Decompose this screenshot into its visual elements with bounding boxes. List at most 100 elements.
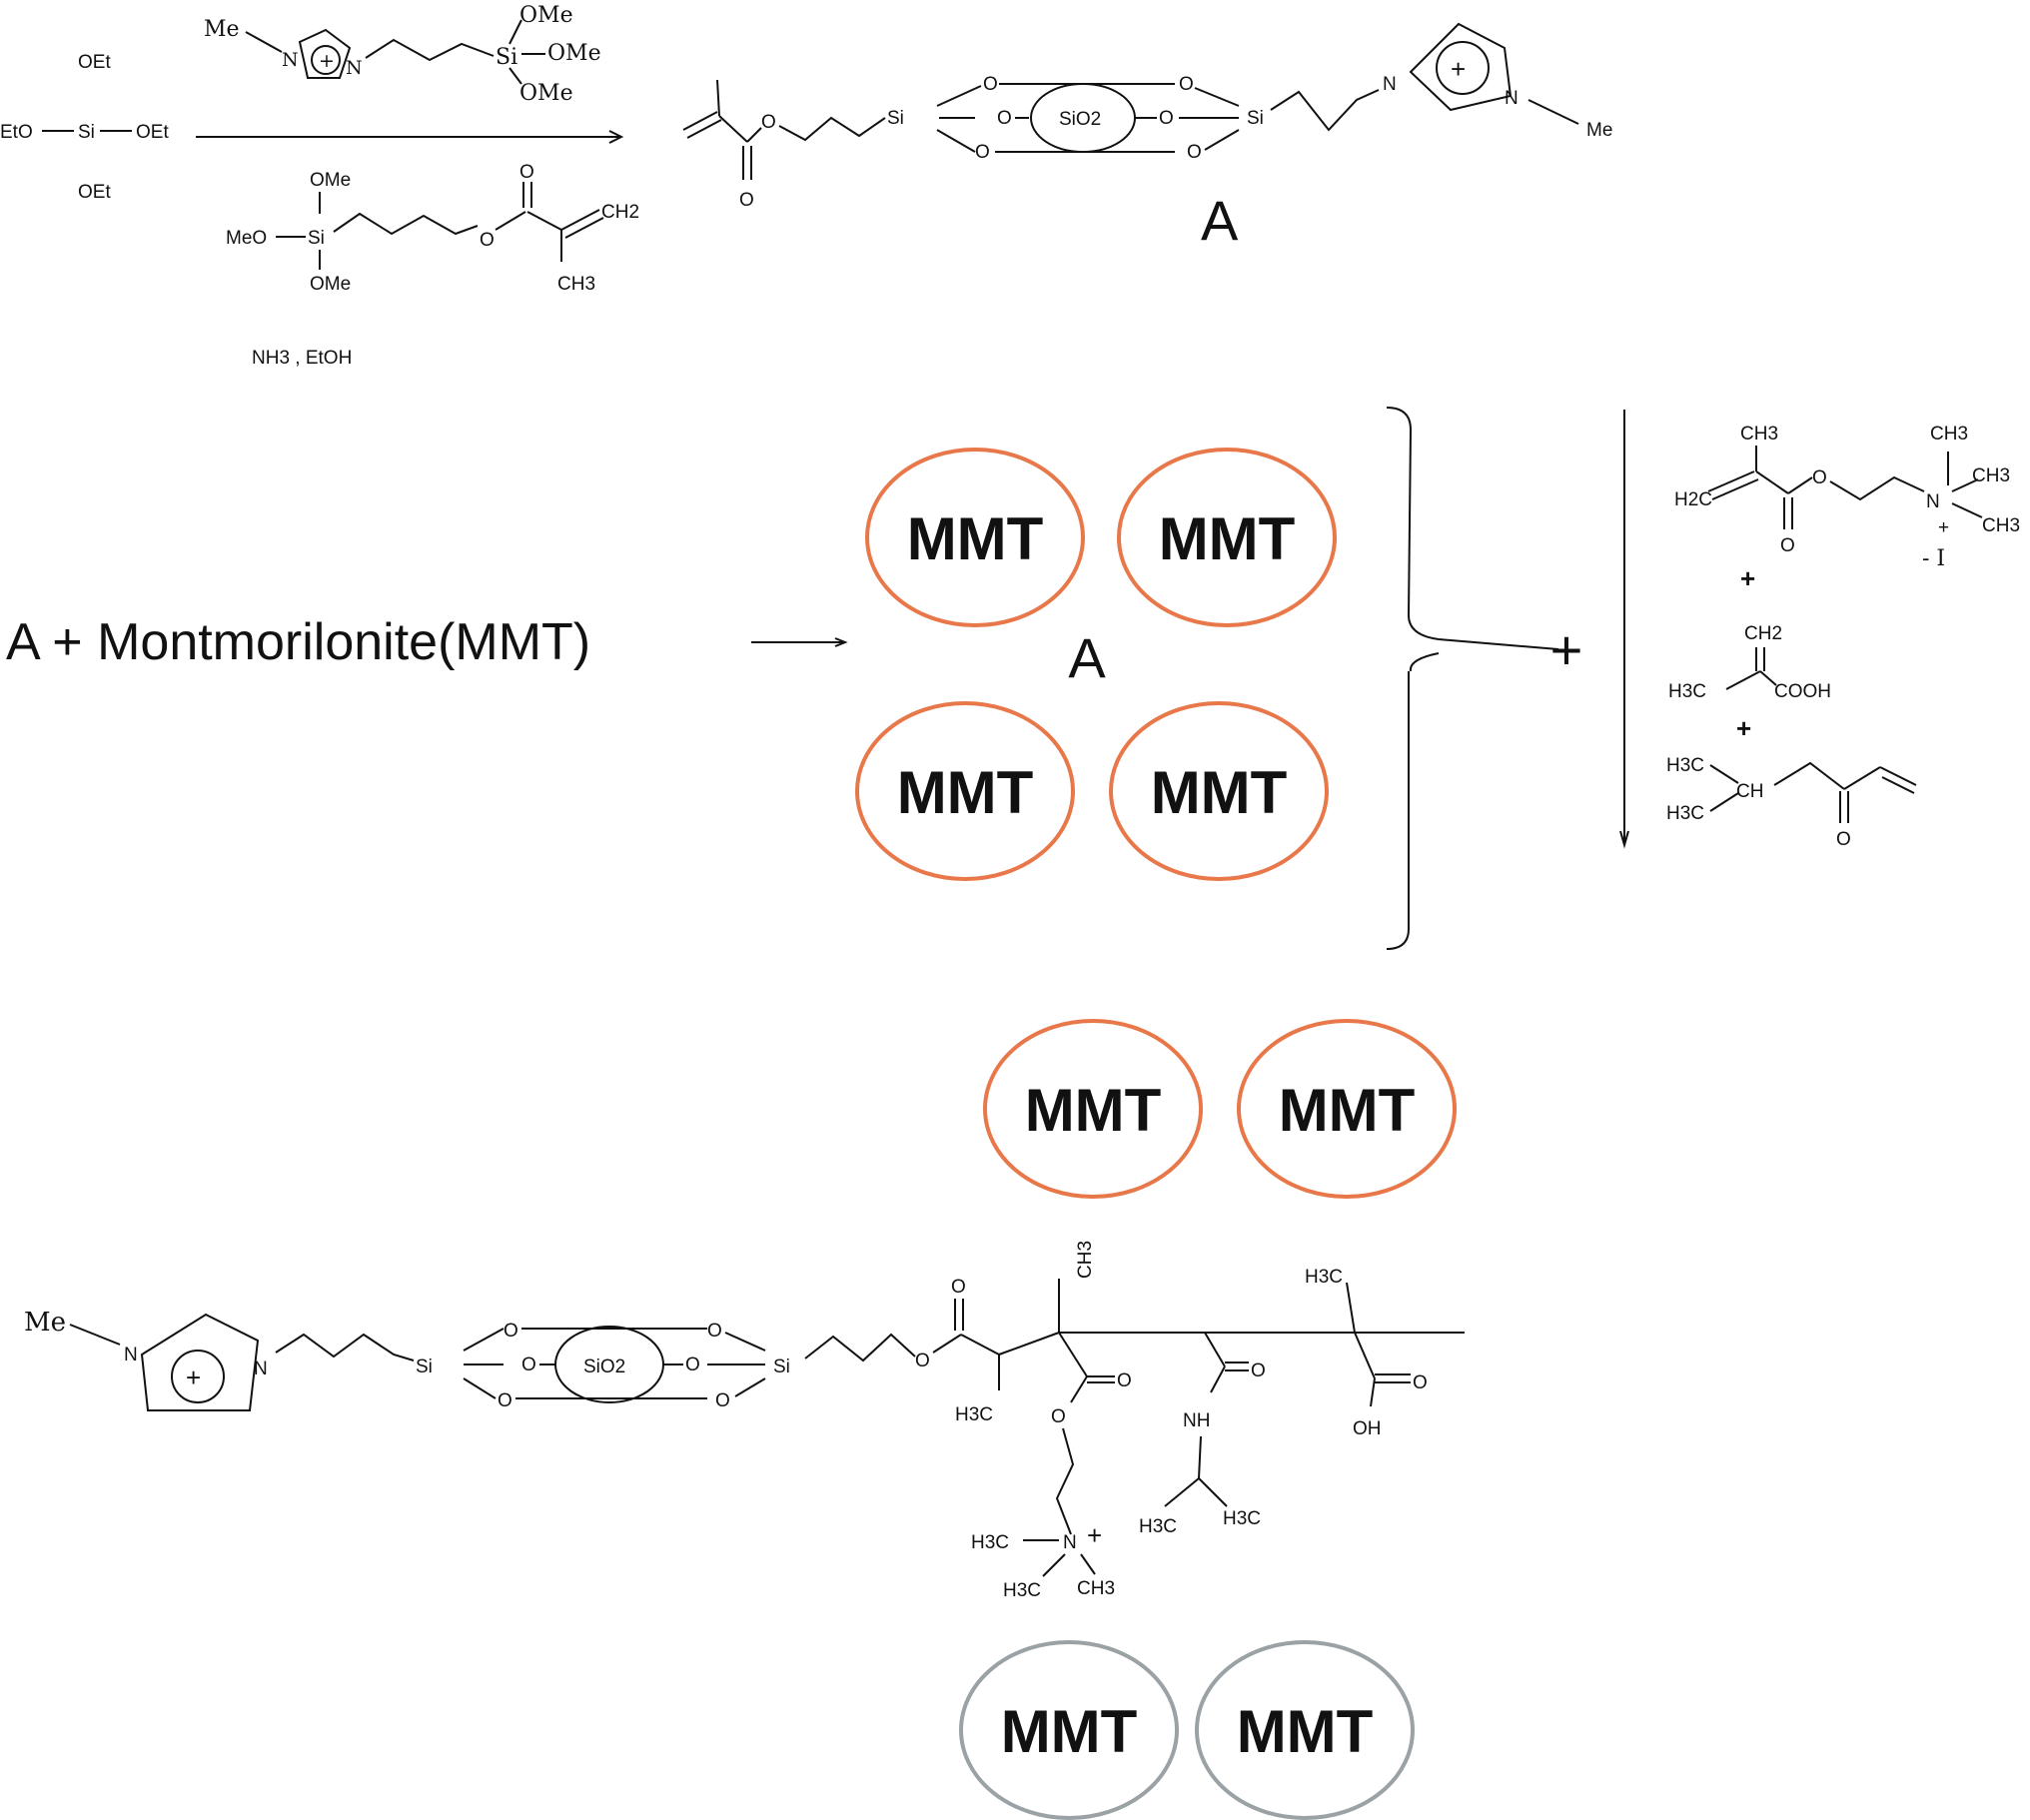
mmt-label-1: MMT [907, 505, 1044, 572]
polymer-propyl [275, 1333, 415, 1362]
monomer1-ch3-top: CH3 [1740, 424, 1778, 445]
polymer-o-ester: O [915, 1351, 930, 1371]
cluster-a-label: A [1068, 626, 1106, 689]
polymer-bond-ipr [1198, 1435, 1202, 1479]
reagent2-si: Si [308, 228, 325, 249]
polymer-bond-oh [1370, 1377, 1376, 1407]
teos-structure: OEt EtO Si OEt OEt [0, 52, 169, 203]
polymer-core-l1 [463, 1328, 505, 1352]
polymer-nh: NH [1183, 1410, 1210, 1431]
curly-brace [1386, 407, 1559, 950]
mmt-particle-1 [865, 448, 1085, 627]
productA-bond-me [1527, 99, 1579, 125]
polymer-plus-quat: + [1087, 1520, 1102, 1550]
mmt-top-2 [1237, 1019, 1457, 1199]
polymer-o1: O [504, 1321, 518, 1342]
polymer-h3c-b: H3C [971, 1532, 1009, 1553]
polymer-core-r3 [734, 1377, 766, 1397]
monomer1-iodide: - I [1922, 546, 1945, 571]
polymer-bond-h3c-c [1042, 1553, 1066, 1577]
polymer-o6: O [715, 1390, 730, 1411]
monomer3-bond-vinyl [1843, 766, 1881, 790]
reagent-mps-silane: OMe MeO Si OMe O O CH2 CH3 [226, 162, 639, 295]
productA-core-r1 [1194, 87, 1240, 107]
monomer1-bond-ch3b [1951, 478, 1979, 492]
monomer3-chain [1773, 761, 1845, 790]
reagent2-bond-oc [495, 211, 526, 231]
productA-o-carbonyl: O [739, 190, 754, 211]
polymer-o2: O [521, 1355, 536, 1375]
polymer-o4: O [685, 1355, 700, 1375]
reagent1-charge-circle [311, 45, 341, 75]
monomer1-bond-ch3c [1951, 502, 1983, 518]
teos-si: Si [78, 122, 95, 143]
reagent1-si: Si [496, 45, 517, 70]
productA-o4: O [1159, 108, 1174, 129]
monomer1-ch3-b: CH3 [1972, 465, 2010, 486]
productA-vinyl1 [682, 111, 718, 131]
monomer1-double2 [1711, 478, 1759, 500]
monomer3-h3c-a: H3C [1666, 755, 1704, 776]
monomer3-bond-a [1709, 764, 1739, 784]
productA-o2: O [997, 108, 1012, 129]
monomer-plus-1: + [1740, 563, 1755, 593]
monomer2-h3c: H3C [1668, 681, 1706, 702]
reagent2-ch2: CH2 [601, 202, 639, 223]
polymer-o-amide: O [1251, 1361, 1266, 1381]
productA-o6: O [1187, 142, 1202, 163]
polymer-h3c-a: H3C [955, 1404, 993, 1425]
polymer-me: Me [24, 1308, 66, 1338]
productA-sio2: SiO2 [1059, 109, 1101, 130]
reagent2-bond-double1 [560, 209, 600, 231]
polymer-o-link: O [1117, 1370, 1132, 1391]
mmt-top-1 [983, 1019, 1203, 1199]
polymer-bond-me [69, 1324, 121, 1346]
reagent2-meo: MeO [226, 228, 267, 249]
step2-reactants: A + Montmorilonite(MMT) [6, 613, 590, 671]
productA-n2: N [1505, 88, 1519, 109]
reagent1-n1: N [282, 49, 299, 71]
productA-ethyl-linker [1270, 89, 1380, 132]
monomer3-vinyl1 [1879, 766, 1917, 786]
polymer-propyl-2 [804, 1333, 916, 1363]
productA-o-ester: O [761, 112, 776, 133]
polymer-h3c-e: H3C [1223, 1508, 1261, 1529]
monomer1-ethyl [1829, 475, 1925, 501]
polymer-si-left: Si [416, 1357, 433, 1377]
reagent1-plus: + [319, 50, 335, 72]
monomer2-ch2: CH2 [1744, 623, 1782, 644]
reagent2-ome-bottom: OMe [310, 274, 351, 295]
monomer3-h3c-b: H3C [1666, 803, 1704, 824]
polymer-oh: OH [1353, 1418, 1382, 1439]
monomer1-double1 [1707, 470, 1755, 492]
product-a-structure: O O Si O O O SiO2 O O O Si N + N Me [682, 22, 1612, 211]
step1-conditions: NH3 , EtOH [252, 348, 352, 369]
polymer-h3c-c: H3C [1003, 1580, 1041, 1601]
polymer-bond-amide [1204, 1332, 1226, 1367]
polymer-sio2: SiO2 [583, 1357, 625, 1377]
monomer1-ch3-c: CH3 [1982, 515, 2020, 536]
reagent1-bond-me [245, 31, 283, 53]
polymer-ch3-b: CH3 [1077, 1578, 1115, 1599]
polymer-bond-nh [1210, 1365, 1226, 1393]
polymer-n-quat: N [1063, 1532, 1077, 1553]
monomer1-o-carbonyl: O [1780, 535, 1795, 556]
reagent1-propyl-chain [365, 38, 495, 62]
monomer3-vinyl2 [1881, 776, 1915, 794]
polymer-o-ester2: O [1051, 1406, 1066, 1427]
polymer-n1: N [124, 1345, 138, 1365]
reagent1-n2: N [346, 57, 363, 79]
productA-imidazole-ring [1409, 22, 1513, 112]
step1-arrow-head [608, 130, 624, 144]
teos-eto-left: EtO [0, 122, 33, 143]
monomer3-ch: CH [1736, 781, 1763, 802]
teos-oet-bottom: OEt [78, 182, 111, 203]
reagent1-me: Me [204, 17, 240, 42]
polymer-bond-ipr-a [1164, 1477, 1200, 1507]
productA-charge-circle [1436, 41, 1490, 95]
polymer-core-r1 [724, 1332, 766, 1352]
productA-methyl [716, 79, 720, 117]
monomer1-plus: + [1938, 517, 1949, 538]
productA-bond-co [746, 127, 762, 143]
